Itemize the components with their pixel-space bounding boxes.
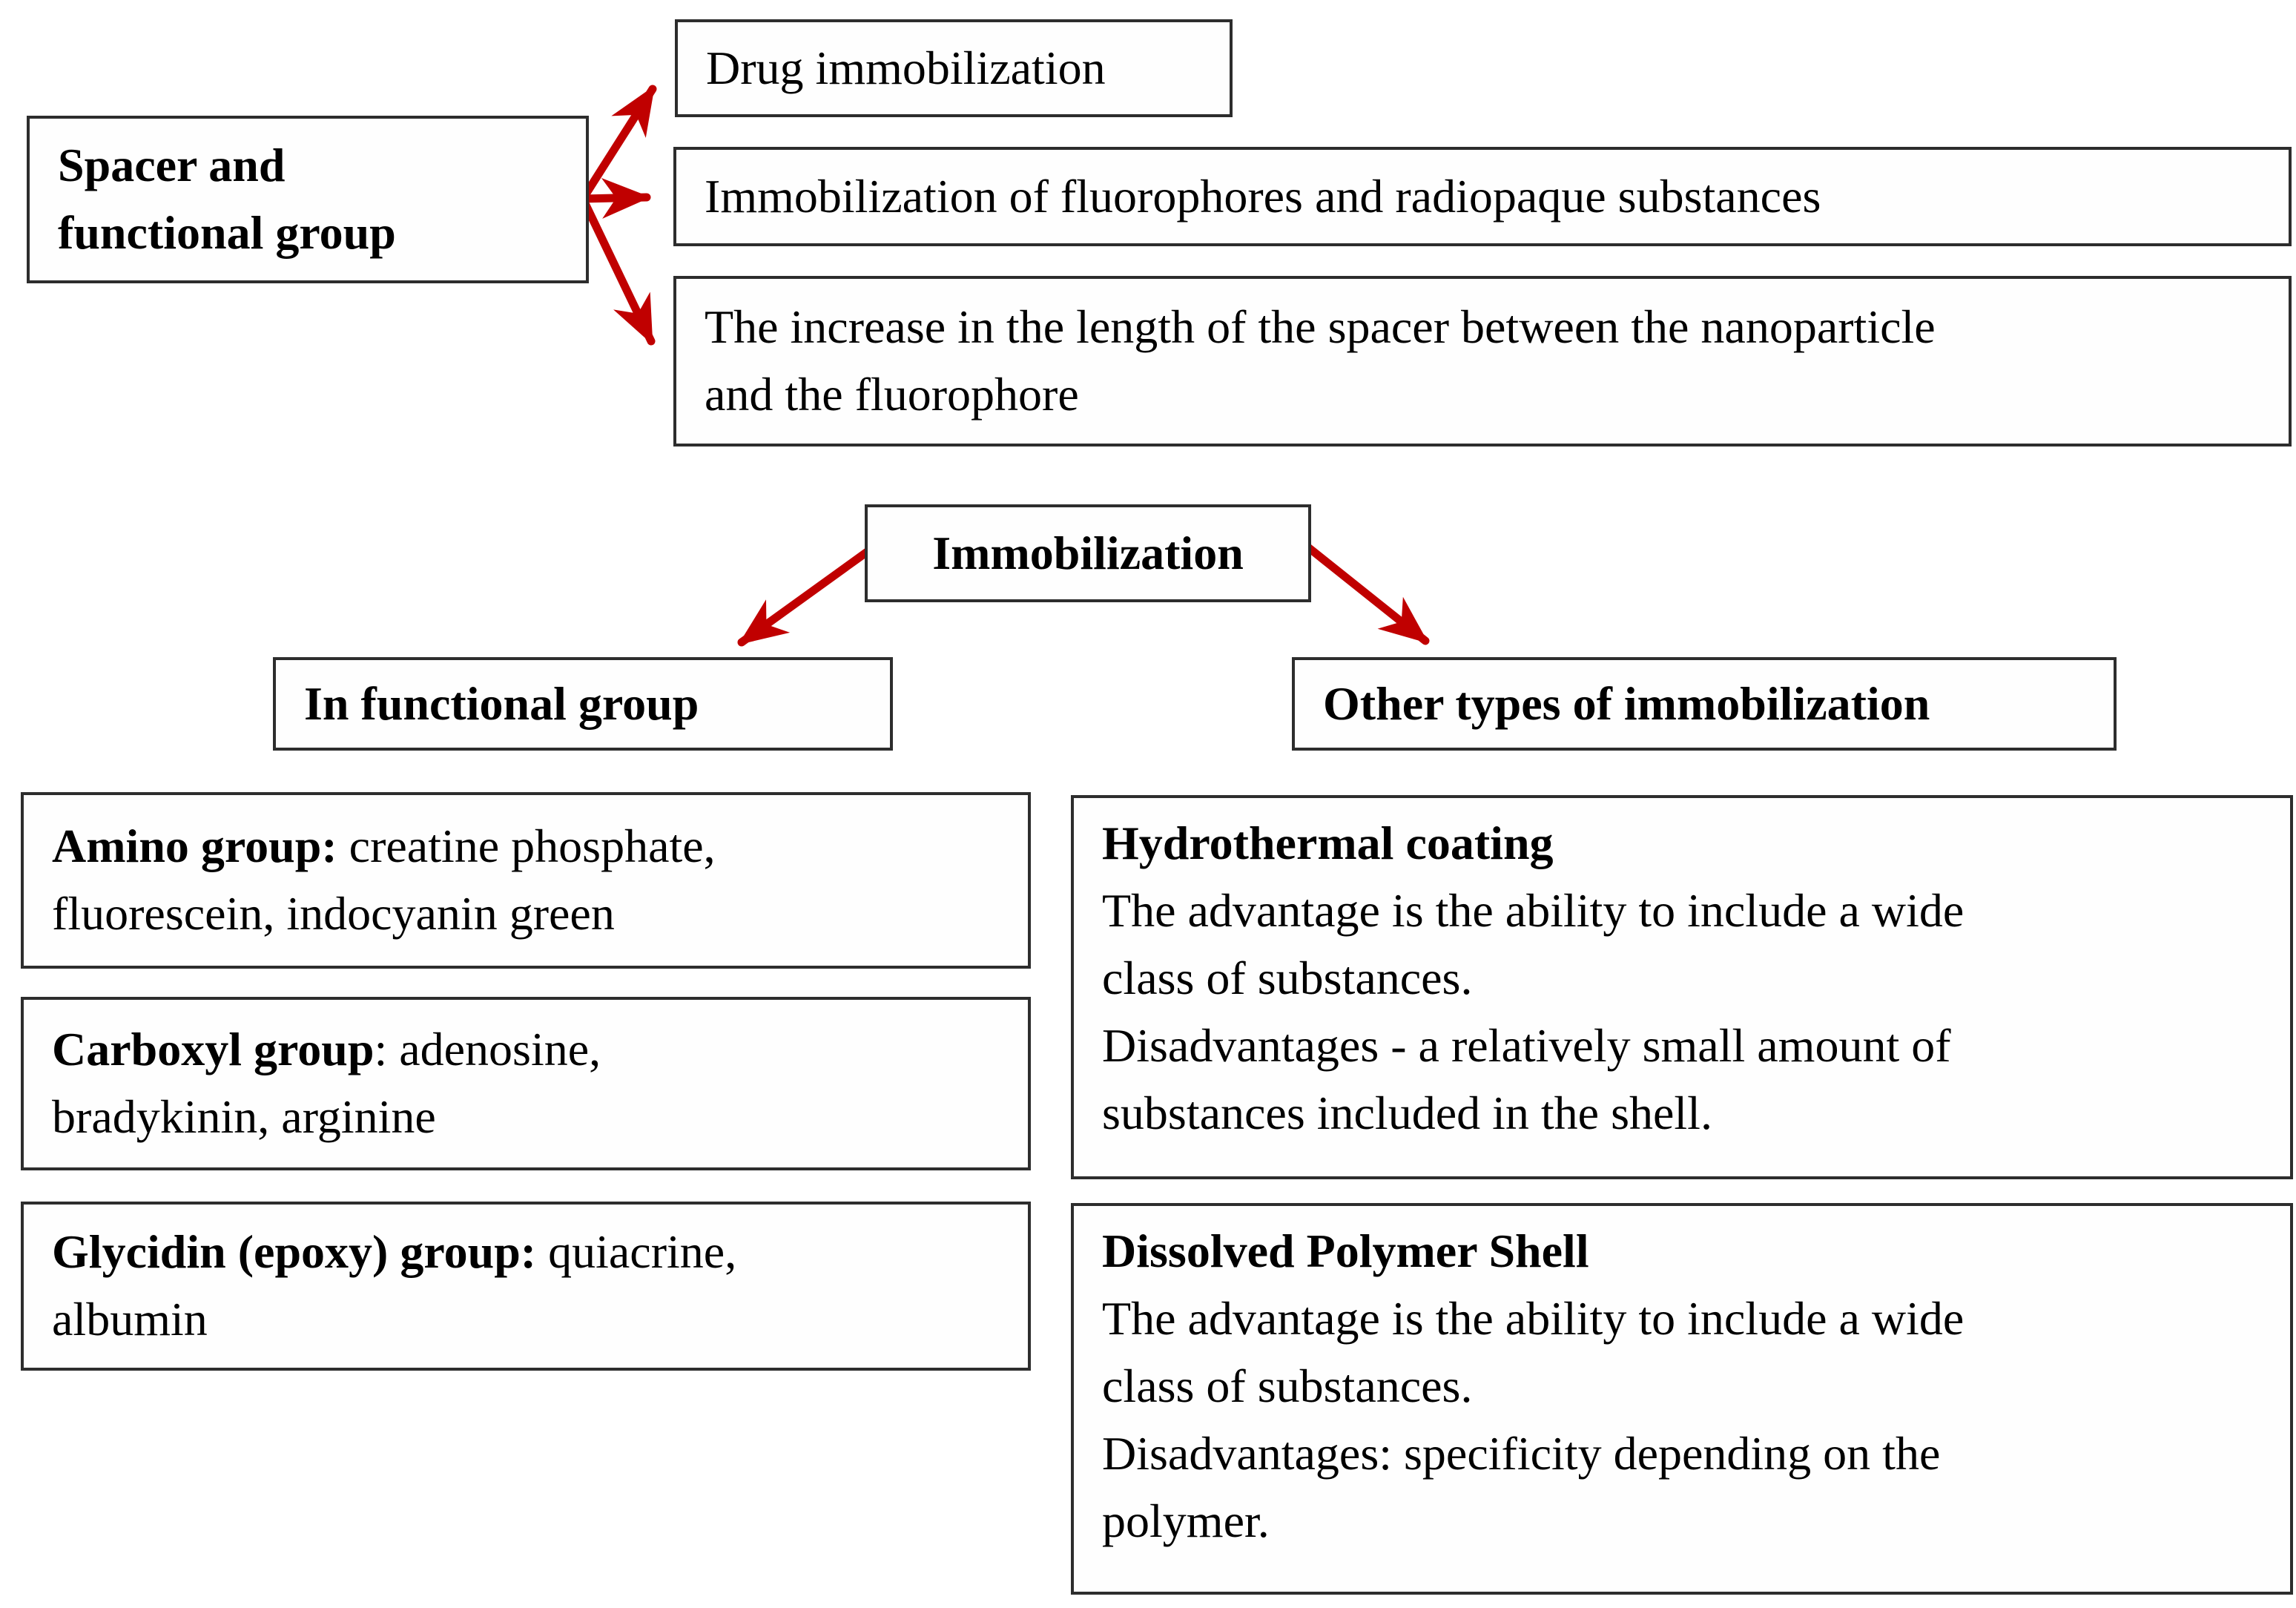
drug-immobilization-box: Drug immobilization [675,19,1233,117]
arrow-immobilization-to-functional-icon [737,546,874,647]
dissolved-polymer-shell-body: The advantage is the ability to include … [1102,1291,1965,1547]
amino-group-lead: Amino group: [52,820,337,873]
other-types-immobilization-box: Other types of immobilization [1292,657,2117,751]
immobilization-root-box: Immobilization [865,504,1311,602]
other-types-immobilization-label: Other types of immobilization [1323,676,1930,730]
arrow-spacer-to-drug-icon [578,85,657,203]
carboxyl-group-text: Carboxyl group: adenosine, bradykinin, a… [52,1016,1000,1151]
in-functional-group-box: In functional group [273,657,893,751]
carboxyl-group-rest: : adenosine, bradykinin, arginine [52,1023,601,1143]
carboxyl-group-lead: Carboxyl group [52,1023,375,1076]
amino-group-text: Amino group: creatine phosphate, fluores… [52,813,1000,948]
in-functional-group-label: In functional group [304,676,699,730]
amino-group-rest: creatine phosphate, fluorescein, indocya… [52,820,716,940]
hydrothermal-coating-title: Hydrothermal coating [1102,817,1554,869]
spacer-length-increase-label: The increase in the length of the spacer… [705,300,1936,421]
arrow-spacer-to-increase-icon [578,194,656,346]
spacer-functional-group-label: Spacer and functional group [58,139,396,259]
hydrothermal-coating-box: Hydrothermal coating The advantage is th… [1071,795,2293,1179]
spacer-length-increase-box: The increase in the length of the spacer… [673,276,2292,447]
glycidin-epoxy-group-lead: Glycidin (epoxy) group: [52,1225,537,1279]
spacer-functional-group-box: Spacer and functional group [27,116,589,283]
dissolved-polymer-shell-title: Dissolved Polymer Shell [1102,1225,1589,1277]
glycidin-epoxy-group-text: Glycidin (epoxy) group: quiacrine, album… [52,1219,1000,1354]
carboxyl-group-box: Carboxyl group: adenosine, bradykinin, a… [21,997,1031,1170]
immobilization-root-label: Immobilization [932,526,1244,579]
arrow-immobilization-to-other-icon [1304,543,1430,645]
fluorophores-radiopaque-label: Immobilization of fluorophores and radio… [705,169,1821,223]
dissolved-polymer-shell-box: Dissolved Polymer Shell The advantage is… [1071,1203,2293,1595]
drug-immobilization-label: Drug immobilization [706,41,1106,94]
glycidin-epoxy-group-box: Glycidin (epoxy) group: quiacrine, album… [21,1202,1031,1371]
arrow-spacer-to-fluorophores-icon [578,177,651,219]
glycidin-epoxy-group-rest: quiacrine, albumin [52,1225,737,1345]
hydrothermal-coating-body: The advantage is the ability to include … [1102,883,1965,1139]
amino-group-box: Amino group: creatine phosphate, fluores… [21,792,1031,969]
fluorophores-radiopaque-box: Immobilization of fluorophores and radio… [673,147,2292,246]
